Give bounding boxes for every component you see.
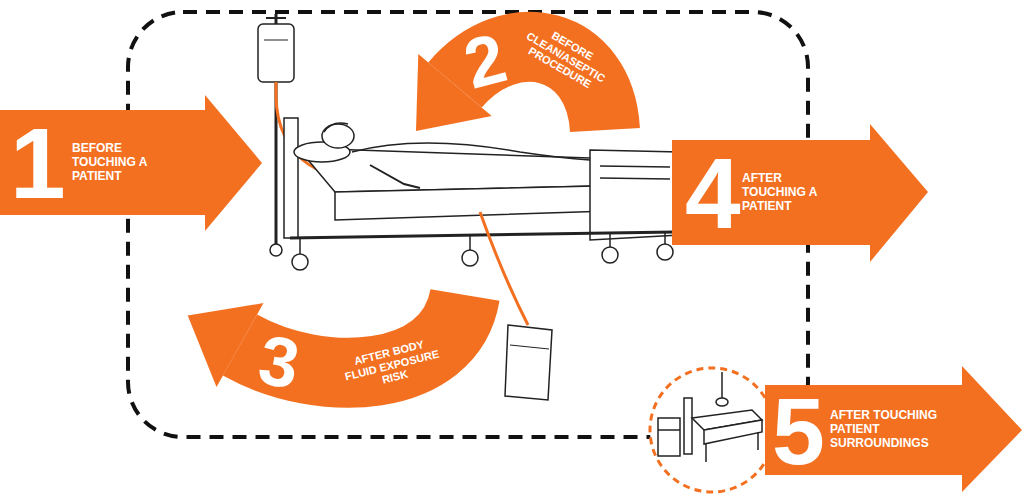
table-drawer bbox=[658, 429, 680, 431]
patient-head bbox=[322, 124, 354, 148]
step-arrow: 5AFTER TOUCHING PATIENT SURROUNDINGS bbox=[760, 362, 1025, 496]
step-label: AFTER TOUCHING PATIENT SURROUNDINGS bbox=[830, 409, 960, 450]
patient-body bbox=[352, 143, 590, 160]
surroundings-zone bbox=[650, 368, 774, 492]
iv-bag bbox=[258, 24, 294, 82]
step-number: 5 bbox=[772, 384, 825, 479]
headboard bbox=[284, 118, 298, 238]
arrow-body bbox=[765, 366, 1022, 492]
arrow-body bbox=[672, 124, 928, 262]
bed-wheel bbox=[292, 254, 308, 270]
small-bed-leg bbox=[705, 444, 707, 462]
step-arrow: 2BEFORE CLEAN/ASEPTIC PROCEDURE bbox=[395, 8, 645, 150]
arrow-head bbox=[188, 303, 264, 387]
urine-bag-mark bbox=[510, 345, 549, 349]
bed-leg bbox=[469, 235, 471, 250]
step-arrow: 4AFTER TOUCHING A PATIENT bbox=[668, 122, 932, 266]
bedside-table bbox=[658, 418, 680, 456]
arrow-body bbox=[0, 95, 262, 231]
bed-wheel bbox=[657, 244, 673, 260]
step-number: 4 bbox=[685, 143, 741, 243]
lamp bbox=[716, 398, 728, 406]
small-bed-leg bbox=[757, 432, 759, 450]
footboard-rail bbox=[600, 178, 670, 179]
lamp-cord bbox=[721, 372, 723, 398]
patient-arm bbox=[370, 165, 420, 188]
small-bed bbox=[658, 372, 762, 462]
iv-wheel bbox=[270, 244, 282, 256]
bed-wheel bbox=[462, 250, 478, 266]
footboard-rail bbox=[600, 166, 670, 167]
small-bed-side bbox=[704, 420, 762, 444]
iv-bag-mark bbox=[264, 40, 288, 41]
small-headboard bbox=[684, 398, 692, 454]
step-label: BEFORE TOUCHING A PATIENT bbox=[72, 142, 162, 183]
urine-bag bbox=[505, 325, 552, 400]
patient-hair bbox=[324, 123, 348, 132]
hospital-bed bbox=[284, 118, 680, 270]
step-label: AFTER TOUCHING A PATIENT bbox=[742, 172, 832, 213]
step-arrow: 3AFTER BODY FLUID EXPOSURE RISK bbox=[180, 258, 505, 413]
bed-leg bbox=[299, 238, 301, 254]
bed-leg bbox=[609, 234, 611, 247]
bed-wheel bbox=[602, 247, 618, 263]
bed-frame bbox=[290, 232, 675, 238]
iv-hook bbox=[266, 17, 286, 19]
arrow-shape bbox=[180, 258, 505, 413]
footboard bbox=[590, 150, 680, 240]
bed-leg bbox=[664, 233, 666, 244]
step-arrow: 1BEFORE TOUCHING A PATIENT bbox=[0, 92, 266, 234]
step-number: 1 bbox=[10, 113, 66, 213]
